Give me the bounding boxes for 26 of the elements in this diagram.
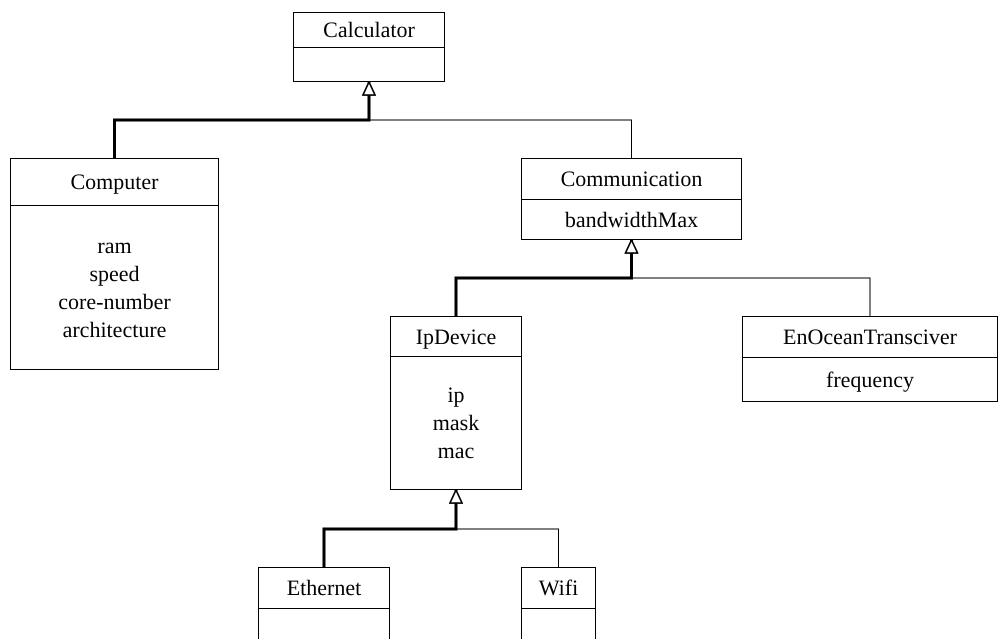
class-name: Wifi [538, 574, 578, 602]
class-name: Ethernet [286, 574, 362, 602]
class-name: IpDevice [416, 322, 496, 350]
class-box [293, 12, 445, 82]
class-box [258, 567, 390, 639]
class-name: EnOceanTransciver [783, 323, 957, 351]
class-name: Communication [560, 165, 702, 193]
attribute: architecture [62, 316, 166, 344]
class-box [10, 158, 219, 370]
class-box [521, 567, 596, 639]
inheritance-arrow [113, 81, 376, 158]
attribute: ram [97, 232, 132, 260]
inheritance-arrow [454, 239, 638, 316]
class-name: Calculator [323, 16, 415, 44]
attribute: mask [432, 409, 480, 437]
inheritance-arrow [322, 489, 463, 567]
attribute: bandwidthMax [564, 206, 698, 234]
class-box [390, 316, 522, 490]
class-box [742, 316, 998, 402]
attribute: core-number [58, 288, 171, 316]
class-name: Computer [70, 168, 158, 196]
attribute: speed [89, 260, 140, 288]
class-box [521, 158, 742, 240]
attribute: mac [438, 437, 474, 465]
attribute: frequency [826, 366, 914, 394]
attribute: ip [447, 381, 465, 409]
